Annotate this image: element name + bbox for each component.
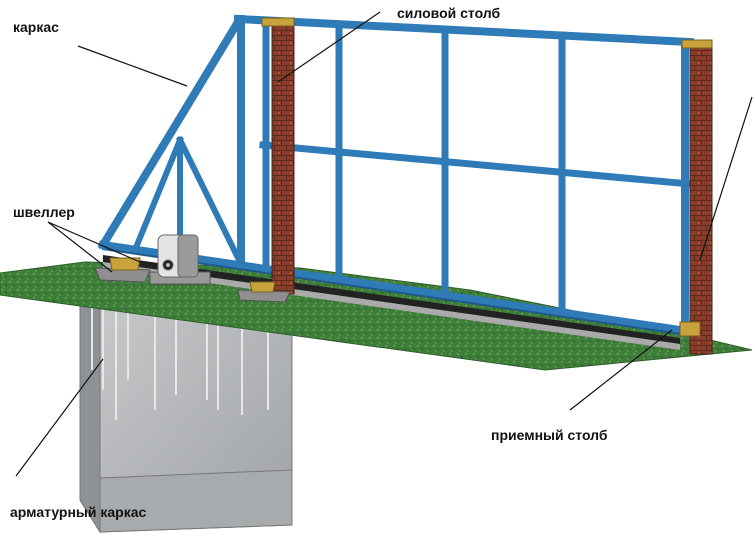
label-channel: швеллер (13, 204, 75, 220)
roller-carriage (94, 257, 291, 303)
receiving-post (679, 39, 713, 355)
label-receiving-post: приемный столб (491, 427, 608, 443)
guide-rail (103, 255, 680, 350)
leader-lines (15, 11, 753, 477)
gate-frame (97, 14, 695, 336)
motor-drive (149, 234, 211, 285)
concrete-foundation (79, 294, 293, 534)
label-rebar-frame: арматурный каркас (10, 504, 147, 520)
label-power-post: силовой столб (397, 5, 501, 21)
rebar-frame (91, 302, 269, 420)
label-frame: каркас (13, 19, 59, 35)
